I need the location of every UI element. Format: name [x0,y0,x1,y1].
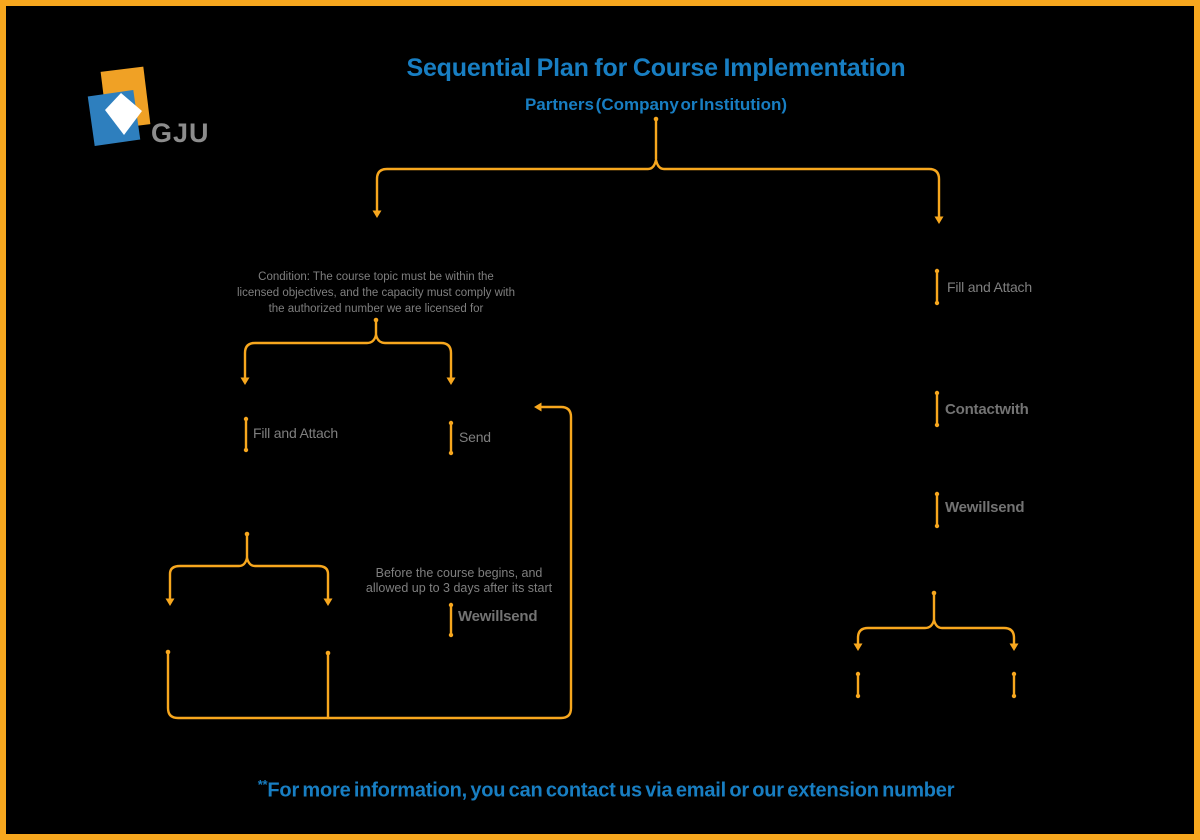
page-title: Sequential Plan for Course Implementatio… [406,54,906,82]
arrow-down-left-branch [372,210,382,218]
label-we-will-send-right: We will send [945,499,1025,516]
logo-white-square [105,93,142,135]
arrow-down-right-branch [934,216,944,224]
main-split-brace [375,158,941,222]
label-fill-and-attach-right: Fill and Attach [947,279,1032,295]
page-subtitle: Partners (Company or Institution) [524,95,788,114]
gju-logo-icon [87,66,151,146]
lower-right-split-brace [856,618,1016,648]
logo-text: GJU [151,118,210,148]
label-send: Send [459,429,491,445]
label-contact-with: Contact with [945,401,1029,418]
footer-asterisks: ** [257,777,268,792]
before-course-note-line: allowed up to 3 days after its start [365,581,553,595]
condition-note-line: Condition: The course topic must be with… [258,271,494,283]
condition-note: Condition: The course topic must be with… [224,269,528,317]
arrow-left-loop [534,402,542,412]
condition-note-line: the authorized number we are licensed fo… [268,303,484,315]
before-course-note: Before the course begins, and allowed up… [349,566,569,596]
footer-note: **For more information, you can contact … [6,777,1194,803]
condition-split-brace [243,333,453,382]
condition-note-line: licensed objectives, and the capacity mu… [236,287,516,299]
label-fill-and-attach-left: Fill and Attach [253,425,338,441]
before-course-note-line: Before the course begins, and [375,566,543,580]
feedback-loop-line [166,405,573,720]
footer-text: For more information, you can contact us… [267,779,955,802]
flow-connectors [165,116,1019,720]
lower-left-split-brace [168,556,330,603]
label-we-will-send-left: We will send [458,608,538,625]
